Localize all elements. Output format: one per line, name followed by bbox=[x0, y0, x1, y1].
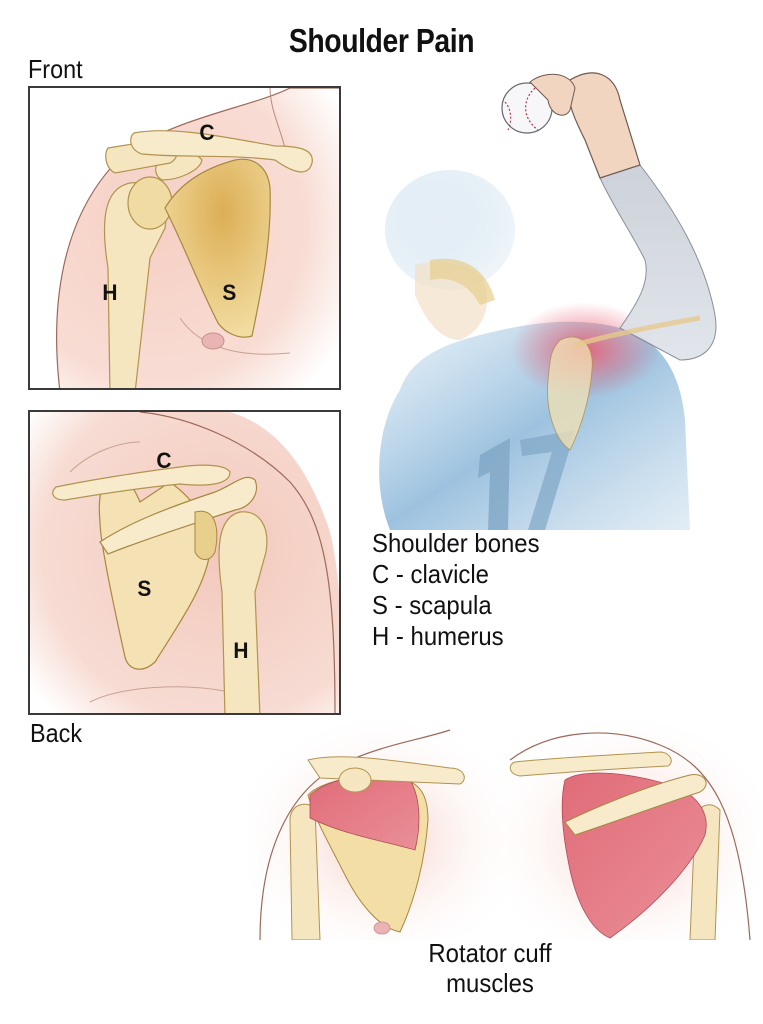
front-view-label: Front bbox=[28, 54, 83, 84]
rotator-cuff-caption: Rotator cuff muscles bbox=[389, 938, 591, 998]
pitcher-illustration bbox=[370, 60, 763, 530]
diagram-title: Shoulder Pain bbox=[288, 22, 475, 59]
back-scapula-label: S bbox=[137, 576, 152, 601]
legend-heading: Shoulder bones bbox=[372, 528, 540, 558]
legend-item-humerus: H - humerus bbox=[372, 621, 504, 651]
back-clavicle-label: C bbox=[156, 448, 172, 473]
front-humerus-label: H bbox=[102, 280, 118, 305]
rotator-cuff-illustration bbox=[250, 700, 763, 940]
front-shoulder-bones-illustration bbox=[56, 88, 339, 388]
front-view-panel: C H S bbox=[28, 86, 341, 390]
back-shoulder-bones-illustration bbox=[30, 412, 339, 713]
baseball-pitcher-shoulder-illustration bbox=[379, 72, 717, 530]
legend-item-clavicle: C - clavicle bbox=[372, 559, 489, 589]
front-scapula-label: S bbox=[222, 280, 237, 305]
back-view-label: Back bbox=[30, 718, 83, 748]
legend-item-scapula: S - scapula bbox=[372, 590, 492, 620]
caption-line-1: Rotator cuff bbox=[428, 938, 552, 968]
bone-legend: Shoulder bones C - clavicle S - scapula … bbox=[372, 528, 540, 652]
back-humerus-label: H bbox=[233, 638, 249, 663]
caption-line-2: muscles bbox=[446, 968, 534, 998]
back-view-panel: C S H bbox=[28, 410, 341, 715]
front-clavicle-label: C bbox=[199, 120, 215, 145]
rotator-cuff-muscles-illustration bbox=[250, 720, 763, 940]
